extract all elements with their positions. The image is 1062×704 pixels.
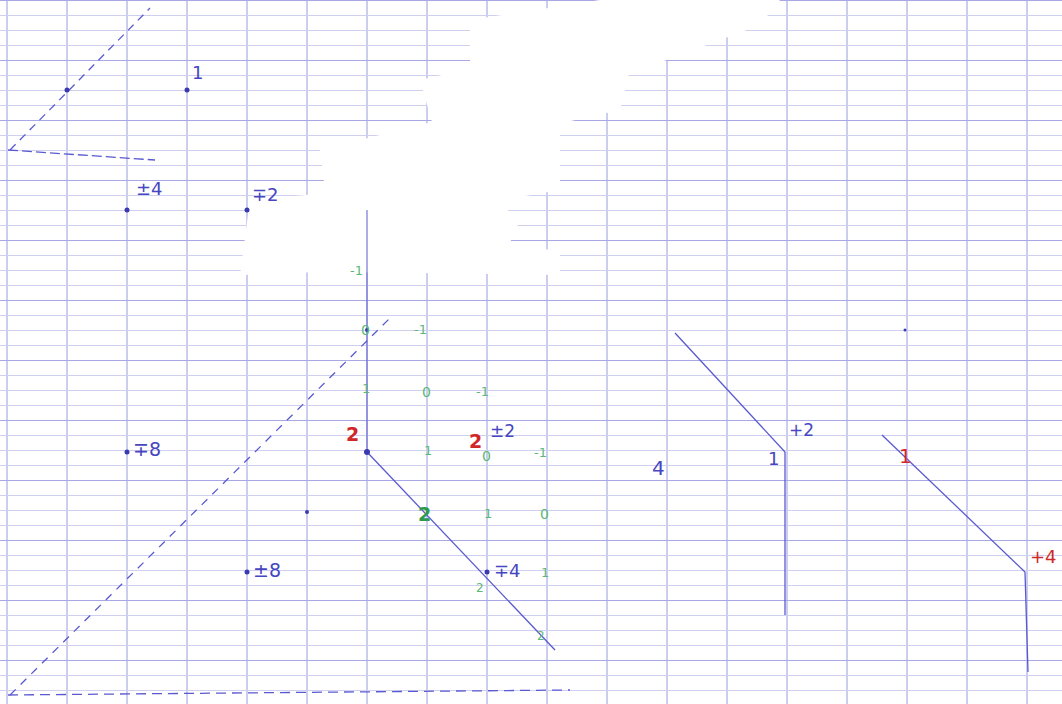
handwritten-number: +2 (789, 422, 814, 439)
handwritten-number: 0 (540, 507, 549, 521)
handwritten-number: 1 (192, 64, 203, 82)
handwritten-number: ±2 (490, 423, 515, 440)
handwritten-number: 1 (899, 446, 912, 466)
handwritten-number: -1 (476, 385, 489, 398)
sketch-dots (65, 88, 907, 575)
handwritten-number: ∓4 (494, 562, 521, 580)
handwritten-number: ±4 (136, 180, 163, 198)
handwritten-number: 0 (422, 385, 431, 399)
handwritten-number: +4 (1030, 548, 1057, 566)
handwritten-number: 0 (361, 323, 370, 337)
handwritten-number: 2 (469, 432, 482, 451)
handwritten-number: 1 (362, 382, 370, 395)
handwritten-number: ∓2 (252, 186, 279, 204)
handwritten-number: 2 (537, 630, 545, 642)
sketch-lines (8, 8, 1028, 695)
handwritten-number: 0 (482, 449, 491, 463)
handwritten-number: 1 (541, 566, 549, 579)
handwritten-number: 2 (346, 425, 359, 444)
handwritten-number: 1 (424, 444, 432, 457)
handwritten-number: ±8 (253, 561, 281, 580)
erased-patches (240, 0, 780, 275)
handwritten-number: 1 (768, 450, 779, 468)
handwritten-number: 2 (418, 505, 431, 524)
handwritten-number: -1 (534, 446, 547, 459)
handwritten-number: 4 (652, 458, 665, 478)
handwritten-number: -1 (414, 323, 427, 336)
handwritten-number: -1 (350, 264, 363, 277)
handwritten-number: 2 (476, 582, 484, 594)
handwritten-number: 1 (484, 507, 492, 520)
handwritten-number: ∓8 (133, 440, 161, 459)
